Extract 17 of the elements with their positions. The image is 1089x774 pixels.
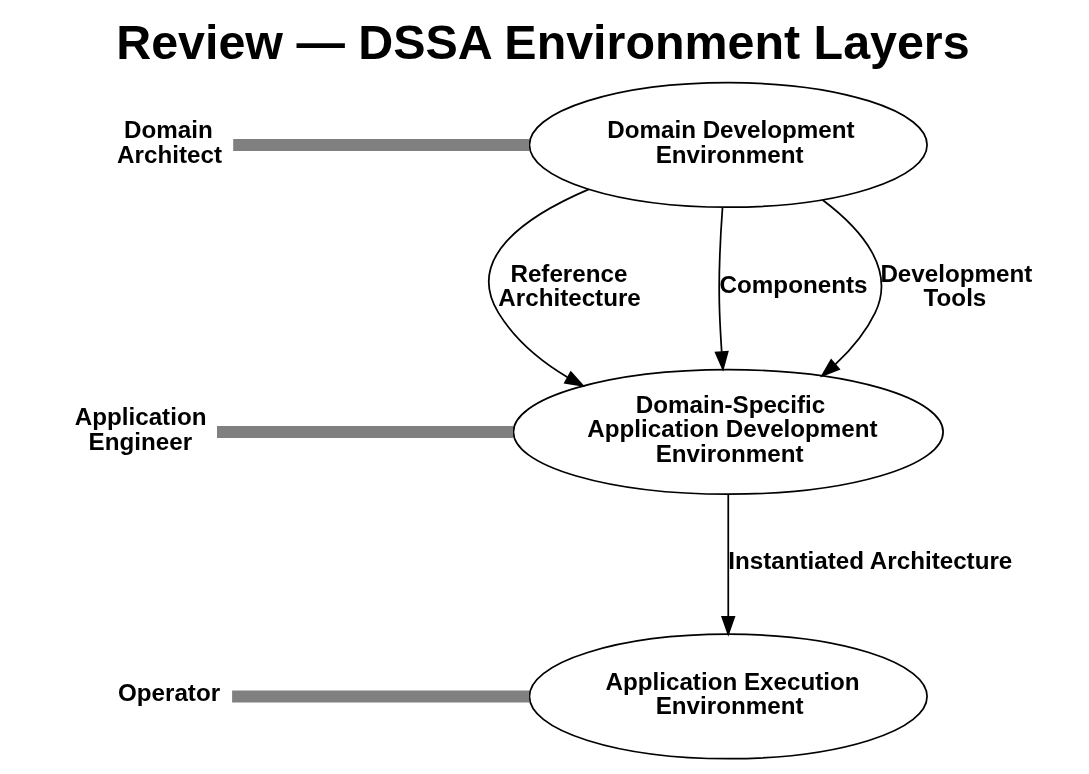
- diagram-title: Review — DSSA Environment Layers: [115, 15, 970, 70]
- edge-label: Instantiated Architecture: [727, 546, 1012, 574]
- arrow: [720, 493, 736, 637]
- arrow: [819, 199, 882, 378]
- node-ellipse: Application Execution Environment: [528, 633, 928, 760]
- connector: [232, 138, 529, 151]
- arrow: [487, 188, 589, 388]
- connector: [216, 425, 513, 438]
- node-text: Application Engineer: [74, 403, 206, 455]
- node-text: Operator: [117, 679, 220, 707]
- edge-label: Reference Architecture: [497, 259, 641, 312]
- edge-label: Development Tools: [879, 259, 1032, 312]
- edge-label: Components: [719, 271, 867, 299]
- node-text: Domain Architect: [116, 116, 222, 168]
- arrow: [713, 206, 729, 372]
- connector: [231, 690, 529, 703]
- node-ellipse: Domain Development Environment: [528, 81, 928, 209]
